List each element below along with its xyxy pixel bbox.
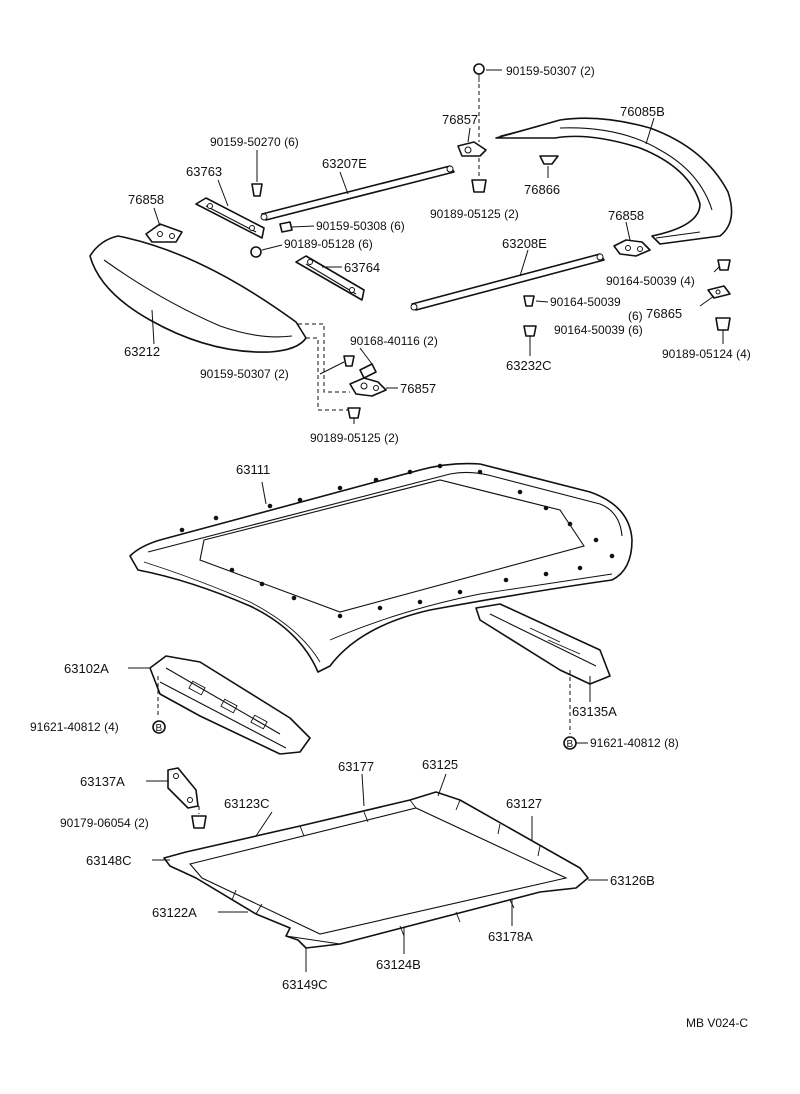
label-90164-50039-c: 90164-50039 (6) [554, 323, 643, 337]
screw-90159-50307-mid [319, 355, 355, 375]
label-90189-05124: 90189-05124 (4) [662, 347, 751, 361]
rail-63207e [260, 165, 455, 221]
label-63137a: 63137A [80, 774, 125, 789]
label-91621-40812-right: 91621-40812 (8) [590, 736, 679, 750]
label-63127: 63127 [506, 796, 542, 811]
clip-76858-left [145, 223, 183, 243]
clip-76857-mid [349, 377, 387, 397]
header-63135a [475, 603, 611, 685]
label-63126b: 63126B [610, 873, 655, 888]
label-63232c: 63232C [506, 358, 552, 373]
label-90189-05125-mid: 90189-05125 (2) [310, 431, 399, 445]
sunroof-frame [163, 791, 589, 949]
label-90189-05128: 90189-05128 (6) [284, 237, 373, 251]
label-90159-50307-mid: 90159-50307 (2) [200, 367, 289, 381]
label-63135a: 63135A [572, 704, 617, 719]
label-63111: 63111 [236, 462, 270, 477]
bracket-63137a [167, 767, 199, 809]
label-90159-50307-top: 90159-50307 (2) [506, 64, 595, 78]
label-90189-05125-top: 90189-05125 (2) [430, 207, 519, 221]
clip-76865 [707, 285, 731, 299]
screw-90159-50307-top [473, 63, 502, 142]
label-63177: 63177 [338, 759, 374, 774]
label-76857-top: 76857 [442, 112, 478, 127]
label-63102a: 63102A [64, 661, 109, 676]
bolt-90168-40116 [359, 347, 377, 379]
label-63148c: 63148C [86, 853, 132, 868]
nut-90179-06054 [191, 806, 207, 829]
label-63207e: 63207E [322, 156, 367, 171]
label-90164-50039-a: 90164-50039 (4) [606, 274, 695, 288]
header-63102a [149, 655, 311, 755]
label-63122a: 63122A [152, 905, 197, 920]
screw-90159-50308 [279, 221, 315, 233]
nut-90189-05125-mid [347, 407, 361, 424]
ref-b-left-text: B [156, 723, 163, 734]
label-90164-50039-b: 90164-50039 [550, 295, 621, 309]
nut-63232c [523, 325, 537, 356]
label-63178a: 63178A [488, 929, 533, 944]
labels: 90159-50307 (2) 76085B 76857 90159-50270… [30, 64, 751, 1030]
label-63764: 63764 [344, 260, 380, 275]
clip-76857-top [457, 141, 487, 157]
label-63763: 63763 [186, 164, 222, 179]
spoiler-76085b [495, 117, 733, 245]
label-76085b: 76085B [620, 104, 665, 119]
label-76866: 76866 [524, 182, 560, 197]
label-63123c: 63123C [224, 796, 270, 811]
label-63208e: 63208E [502, 236, 547, 251]
nut-90189-05125-top [471, 158, 487, 193]
ref-b-right-text: B [567, 739, 574, 750]
label-76858-right: 76858 [608, 208, 644, 223]
label-63124b: 63124B [376, 957, 421, 972]
clip-76858-right [613, 239, 651, 257]
clip-76866 [539, 155, 559, 165]
label-90168-40116: 90168-40116 (2) [350, 334, 438, 348]
nut-90189-05128 [250, 244, 283, 258]
label-76857-mid: 76857 [400, 381, 436, 396]
ref-b-left [152, 720, 166, 734]
label-91621-40812-left: 91621-40812 (4) [30, 720, 119, 734]
rail-63208e [410, 253, 605, 311]
bracket-63763 [195, 197, 265, 239]
bracket-63764 [295, 255, 365, 301]
label-63212: 63212 [124, 344, 160, 359]
screw-90164-50039-b [523, 295, 549, 307]
nut-90189-05124 [715, 317, 731, 344]
screw-90164-50039-a [713, 259, 731, 273]
roof-panel-63111 [129, 462, 633, 673]
label-90164-50039-b-qty: (6) [628, 309, 643, 323]
label-90159-50270: 90159-50270 (6) [210, 135, 299, 149]
screw-90159-50270 [251, 150, 263, 197]
label-90179-06054: 90179-06054 (2) [60, 816, 149, 830]
label-76865: 76865 [646, 306, 682, 321]
label-76858-left: 76858 [128, 192, 164, 207]
label-63149c: 63149C [282, 977, 328, 992]
label-90159-50308: 90159-50308 (6) [316, 219, 405, 233]
label-63125: 63125 [422, 757, 458, 772]
diagram-code: MB V024-C [686, 1016, 748, 1030]
spoiler-63212 [89, 235, 307, 353]
